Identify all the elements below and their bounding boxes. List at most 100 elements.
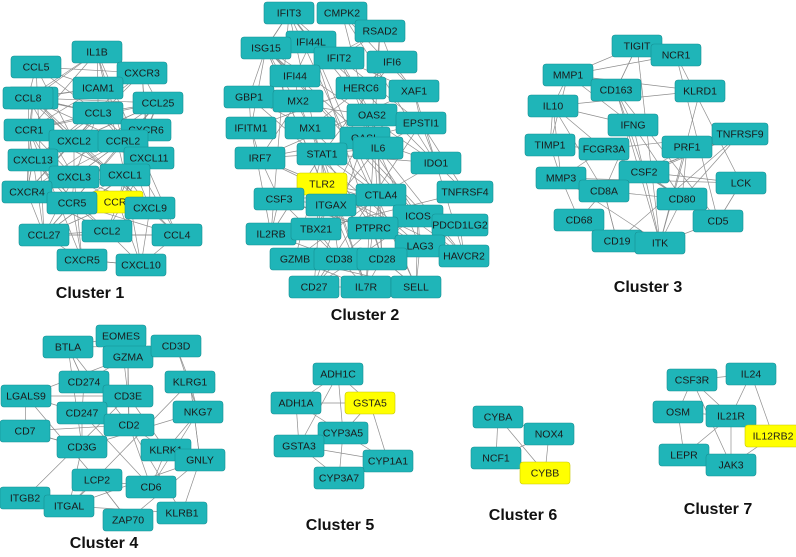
node-box [99, 163, 151, 187]
gene-node-ctla4: CTLA4 [355, 183, 407, 207]
gene-node-cyp3a7: CYP3A7 [313, 466, 365, 490]
edge-CCL8-CXCR4 [26, 97, 34, 193]
gene-node-cd3e: CD3E [102, 384, 154, 408]
gene-node-cxcl3: CXCL3 [48, 165, 100, 189]
gene-node-jak3: JAK3 [705, 453, 757, 477]
node-box [72, 101, 124, 125]
gene-node-gzma: GZMA [102, 345, 154, 369]
node-label: MX2 [287, 96, 309, 108]
node-label: LCK [731, 178, 751, 190]
node-box [253, 187, 305, 211]
gene-node-cd5: CD5 [692, 209, 744, 233]
node-label: CSF3 [266, 194, 293, 206]
gene-node-cxcl9: CXCL9 [124, 196, 176, 220]
node-label: IL24 [741, 369, 762, 381]
node-box [661, 135, 713, 159]
gene-node-cd28: CD28 [356, 247, 408, 271]
gene-node-klrd1: KLRD1 [674, 79, 726, 103]
node-box [390, 275, 442, 299]
node-box [354, 19, 406, 43]
node-label: IFIT2 [327, 53, 352, 65]
gene-node-mx1: MX1 [284, 116, 336, 140]
node-box [674, 79, 726, 103]
gene-node-ccl5: CCL5 [10, 55, 62, 79]
edge-IL10-CD8A [552, 105, 605, 192]
node-label: CYBA [484, 412, 513, 424]
node-box [0, 384, 52, 408]
node-box [240, 36, 292, 60]
gene-node-klrb1: KLRB1 [156, 501, 208, 525]
node-label: CCL8 [15, 93, 42, 105]
node-box [578, 137, 630, 161]
gene-node-ifitm1: IFITM1 [225, 116, 277, 140]
edge-CD247-CD6 [81, 412, 152, 488]
gene-node-irf7: IRF7 [234, 146, 286, 170]
node-box [470, 446, 522, 470]
gene-node-ifit2: IFIT2 [313, 46, 365, 70]
gene-node-ifi44: IFI44 [269, 64, 321, 88]
node-label: TLR2 [309, 179, 335, 191]
node-box [132, 91, 184, 115]
edge-STAT1-PTPRC [321, 153, 374, 229]
node-label: CXCL10 [121, 260, 161, 272]
gene-node-cmpk2: CMPK2 [316, 1, 368, 25]
node-box [313, 466, 365, 490]
gene-node-lag3: LAG3 [394, 234, 446, 258]
node-box [48, 165, 100, 189]
node-label: CCR1 [15, 125, 44, 137]
node-label: LAG3 [407, 241, 434, 253]
node-box [269, 64, 321, 88]
node-label: CCL27 [28, 230, 61, 242]
node-box [650, 43, 702, 67]
gene-node-ccr1: CCR1 [3, 118, 55, 142]
node-box [316, 1, 368, 25]
node-label: CD27 [301, 282, 328, 294]
node-label: ADH1A [278, 398, 313, 410]
gene-node-btla: BTLA [42, 335, 94, 359]
gene-node-csf2: CSF2 [618, 160, 670, 184]
node-box [705, 404, 757, 428]
gene-node-itk: ITK [634, 231, 686, 255]
node-box [312, 362, 364, 386]
node-box [438, 244, 490, 268]
gene-node-cd7: CD7 [0, 419, 51, 443]
node-label: PDCD1LG2 [432, 220, 488, 232]
gene-node-tbx21: TBX21 [290, 217, 342, 241]
gene-node-cd3d: CD3D [150, 334, 202, 358]
node-label: GBP1 [235, 92, 263, 104]
node-box [395, 111, 447, 135]
gene-node-cd38: CD38 [313, 247, 365, 271]
gene-node-itgax: ITGAX [305, 193, 357, 217]
node-label: CXCL9 [133, 203, 167, 215]
gene-node-ido1: IDO1 [410, 151, 462, 175]
node-box [71, 40, 123, 64]
node-label: PTPRC [355, 223, 391, 235]
gene-node-pdcd1lg2: PDCD1LG2 [431, 213, 489, 237]
node-box [524, 133, 576, 157]
gene-node-xaf1: XAF1 [388, 79, 440, 103]
node-box [10, 55, 62, 79]
node-box [172, 400, 224, 424]
node-label: IL7R [355, 282, 378, 294]
gene-node-adh1a: ADH1A [270, 391, 322, 415]
gene-node-tlr2: TLR2 [296, 172, 348, 196]
gene-node-icos: ICOS [392, 204, 444, 228]
node-label: ZAP70 [112, 515, 144, 527]
node-label: FCGR3A [583, 144, 626, 156]
gene-node-cyp3a5: CYP3A5 [317, 421, 369, 445]
node-box [150, 334, 202, 358]
node-label: SELL [403, 282, 429, 294]
gene-node-tnfrsf4: TNFRSF4 [436, 180, 494, 204]
node-box [535, 166, 587, 190]
node-label: IL10 [543, 101, 564, 113]
gene-node-tigit: TIGIT [611, 34, 663, 58]
node-box [58, 370, 110, 394]
node-label: IL1B [86, 47, 108, 59]
node-label: CD163 [600, 85, 633, 97]
gene-node-cd274: CD274 [58, 370, 110, 394]
edge-IDO1-HAVCR2 [435, 162, 465, 257]
node-box [46, 191, 98, 215]
gene-node-zap70: ZAP70 [102, 508, 154, 532]
gene-node-itgal: ITGAL [43, 494, 95, 518]
gene-node-il21r: IL21R [705, 404, 757, 428]
